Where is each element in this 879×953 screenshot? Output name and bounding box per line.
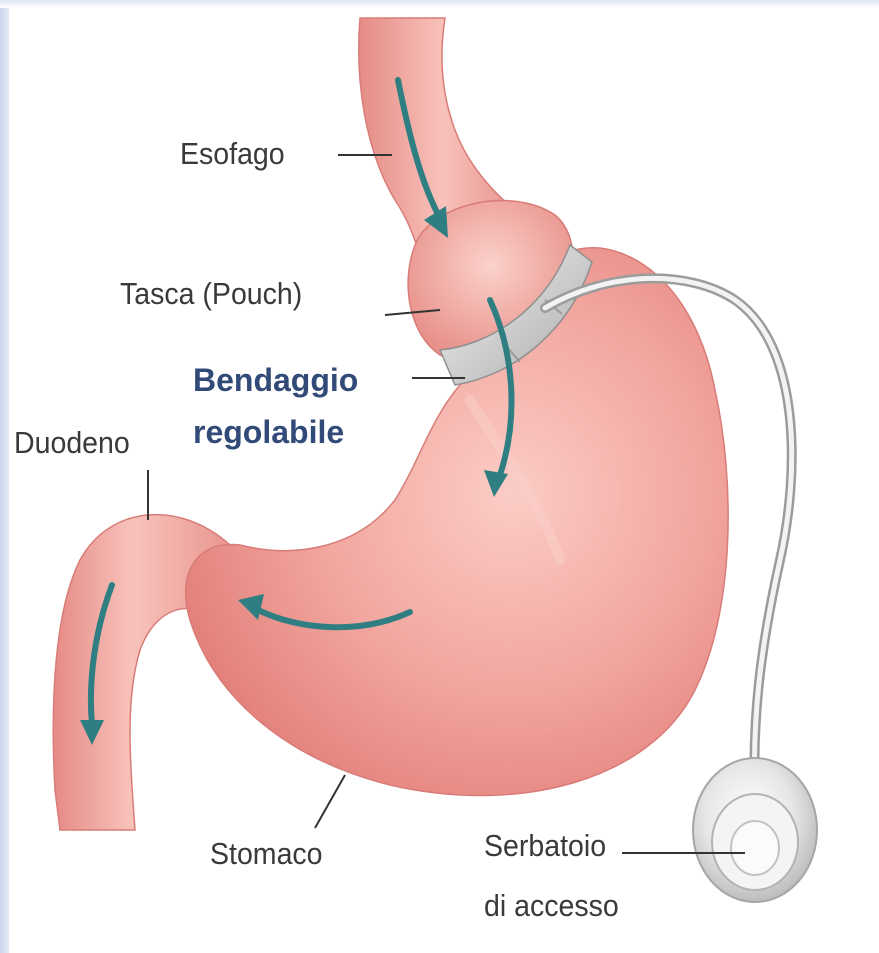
label-tasca: Tasca (Pouch): [120, 278, 302, 309]
label-serbatoio-line2: di accesso: [484, 890, 619, 921]
label-stomaco: Stomaco: [210, 838, 323, 869]
label-bendaggio-line1: Bendaggio: [193, 364, 358, 396]
label-bendaggio-line2: regolabile: [193, 416, 344, 448]
label-esofago: Esofago: [180, 138, 285, 169]
label-duodeno: Duodeno: [14, 427, 130, 458]
access-port-icon: [693, 758, 817, 902]
label-serbatoio-line1: Serbatoio: [484, 830, 606, 861]
